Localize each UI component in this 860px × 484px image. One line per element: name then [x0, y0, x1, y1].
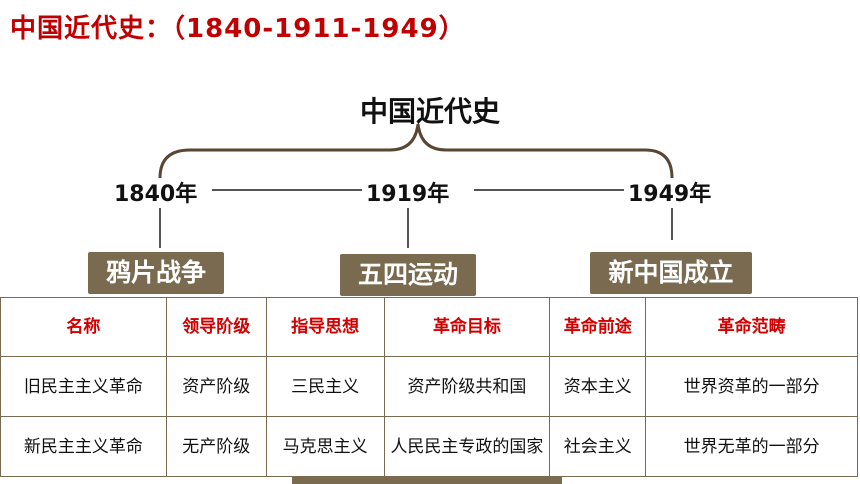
table-cell: 资产阶级共和国: [383, 356, 551, 417]
table-cell: 资产阶级: [165, 356, 267, 417]
header-guiding-thought: 指导思想: [265, 297, 385, 357]
table-cell: 三民主义: [265, 356, 385, 417]
table-cell: 旧民主主义革命: [0, 356, 167, 417]
table-row: 新民主主义革命 无产阶级 马克思主义 人民民主专政的国家 社会主义 世界无革的一…: [0, 416, 858, 477]
page-title: 中国近代史：（1840-1911-1949）: [10, 14, 466, 44]
header-revolution-future: 革命前途: [549, 297, 647, 357]
year-1840: 1840年: [114, 182, 198, 207]
table-cell: 世界无革的一部分: [645, 416, 858, 477]
header-revolution-goal: 革命目标: [383, 297, 551, 357]
table-cell: 社会主义: [549, 416, 647, 477]
event-opium-war: 鸦片战争: [88, 252, 224, 294]
table-row: 旧民主主义革命 资产阶级 三民主义 资产阶级共和国 资本主义 世界资革的一部分: [0, 356, 858, 417]
header-revolution-scope: 革命范畴: [645, 297, 858, 357]
comparison-table: 名称 领导阶级 指导思想 革命目标 革命前途 革命范畴 旧民主主义革命 资产阶级…: [0, 297, 858, 477]
header-name: 名称: [0, 297, 167, 357]
table-cell: 无产阶级: [165, 416, 267, 477]
table-cell: 资本主义: [549, 356, 647, 417]
table-cell: 马克思主义: [265, 416, 385, 477]
timeline-connectors: [158, 123, 674, 248]
table-cell: 新民主主义革命: [0, 416, 167, 477]
table-header-row: 名称 领导阶级 指导思想 革命目标 革命前途 革命范畴: [0, 297, 858, 357]
brace: [158, 123, 674, 179]
table-cell: 人民民主专政的国家: [383, 416, 551, 477]
event-may-fourth: 五四运动: [340, 254, 476, 296]
header-leading-class: 领导阶级: [165, 297, 267, 357]
event-prc-founding: 新中国成立: [590, 252, 752, 294]
table-cell: 世界资革的一部分: [645, 356, 858, 417]
center-title: 中国近代史: [359, 95, 500, 128]
year-1949: 1949年: [628, 182, 712, 207]
year-1919: 1919年: [366, 182, 450, 207]
